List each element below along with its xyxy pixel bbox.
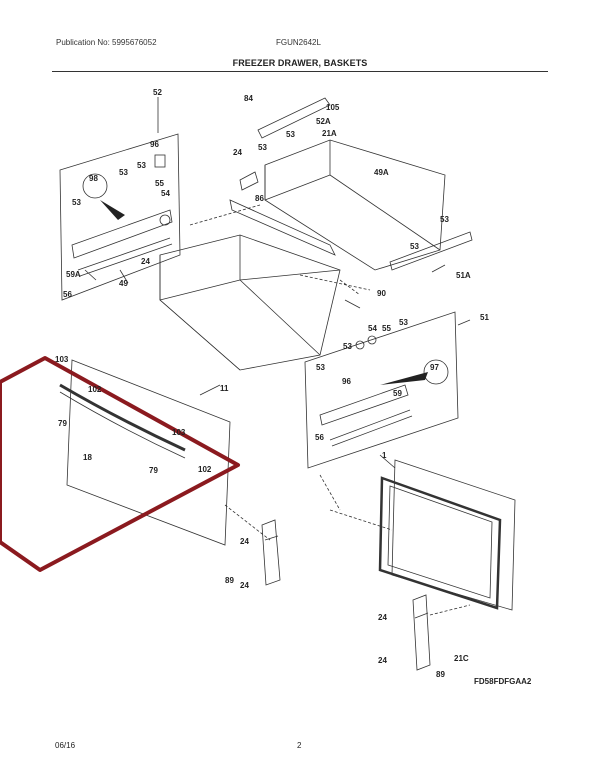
inset-box-right: [304, 311, 459, 469]
callout-label: 24: [378, 613, 387, 622]
callout-label: 59A: [66, 270, 81, 279]
callout-label: 18: [83, 453, 92, 462]
callout-label: 89: [436, 670, 445, 679]
callout-label: 56: [315, 433, 324, 442]
callout-label: 51: [480, 313, 489, 322]
callout-label: 53: [258, 143, 267, 152]
door-frame: [391, 459, 516, 611]
callout-label: 1: [382, 451, 387, 460]
callout-label: 90: [377, 289, 386, 298]
callout-label: 24: [240, 581, 249, 590]
callout-label: 97: [430, 363, 439, 372]
footer-date: 06/16: [55, 741, 76, 750]
callout-label: 54: [368, 324, 377, 333]
callout-label: 86: [255, 194, 264, 203]
callout-label: 21A: [322, 129, 337, 138]
callout-label: 51A: [456, 271, 471, 280]
model-number: FGUN2642L: [276, 38, 321, 47]
callout-label: 56: [63, 290, 72, 299]
callout-label: 59: [393, 389, 402, 398]
page-number: 2: [297, 741, 302, 750]
callout-label: 24: [233, 148, 242, 157]
publication-number: Publication No: 5995676052: [56, 38, 157, 47]
callout-label: 49: [119, 279, 128, 288]
callout-label: 96: [150, 140, 159, 149]
callout-label: 53: [343, 342, 352, 351]
callout-label: 49A: [374, 168, 389, 177]
callout-label: 21C: [454, 654, 469, 663]
callout-label: 53: [72, 198, 81, 207]
callout-label: 102: [198, 465, 212, 474]
figure-reference: FD58FDFGAA2: [474, 677, 532, 686]
inset-box-left: [59, 133, 181, 301]
callout-label: 53: [399, 318, 408, 327]
drawer-front-panel: [66, 359, 231, 546]
detail-arrow-left: [100, 200, 125, 220]
callout-label: 24: [141, 257, 150, 266]
top-rail-84: [257, 97, 331, 139]
callout-label: 55: [382, 324, 391, 333]
bracket-right: [412, 594, 431, 671]
callout-label: 52: [153, 88, 162, 97]
callout-label: 52A: [316, 117, 331, 126]
callout-label: 53: [137, 161, 146, 170]
page-title: FREEZER DRAWER, BASKETS: [232, 58, 368, 68]
callout-label: 84: [244, 94, 253, 103]
detail-circle-97: [423, 359, 449, 385]
wire-basket-lower: [159, 234, 341, 371]
rail-51a: [389, 231, 473, 271]
callout-label: 53: [286, 130, 295, 139]
detail-circle-98: [82, 173, 108, 199]
title-rule: [52, 71, 548, 72]
callout-label: 53: [119, 168, 128, 177]
callout-label: 11: [220, 384, 229, 393]
callout-label: 102: [88, 385, 102, 394]
callout-label: 79: [58, 419, 67, 428]
bracket-left: [261, 519, 281, 586]
callout-label: 53: [440, 215, 449, 224]
callout-label: 103: [55, 355, 69, 364]
detail-arrow: [380, 372, 428, 385]
callout-label: 55: [155, 179, 164, 188]
callout-label: 89: [225, 576, 234, 585]
callout-label: 105: [326, 103, 340, 112]
callout-label: 53: [410, 242, 419, 251]
callout-label: 24: [240, 537, 249, 546]
callout-label: 24: [378, 656, 387, 665]
slide-rail-left: [71, 209, 173, 259]
handle: [59, 383, 186, 452]
rail-86: [229, 199, 336, 256]
callout-label: 96: [342, 377, 351, 386]
highlight-box: [0, 356, 240, 572]
callout-label: 98: [89, 174, 98, 183]
callout-label: 53: [316, 363, 325, 372]
callout-label: 103: [172, 428, 186, 437]
callout-label: 54: [161, 189, 170, 198]
callout-label: 79: [149, 466, 158, 475]
